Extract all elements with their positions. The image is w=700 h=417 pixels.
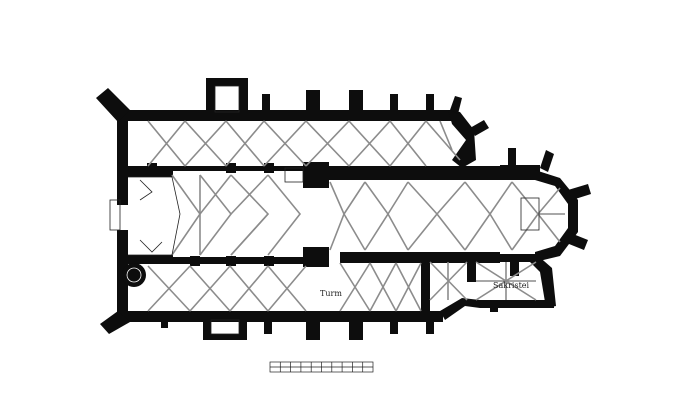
apse-n-buttress-2: [470, 120, 489, 136]
scale-bar: [269, 361, 374, 373]
s-buttress-3: [306, 318, 320, 340]
vault-ribs: [147, 120, 565, 312]
apse-buttress-1: [540, 150, 554, 172]
sw-corner-buttress: [100, 311, 130, 334]
n-aisle-rib-4: [263, 120, 307, 167]
south-stair-inner: [126, 267, 142, 283]
n-aisle-rib-3: [225, 120, 265, 167]
n-arcade: [123, 166, 305, 171]
south-porch-right: [239, 318, 247, 340]
n-pier-1: [147, 163, 157, 173]
tower-block-s: [303, 247, 329, 267]
nave-rib-6: [407, 181, 466, 251]
n-buttress-2: [306, 90, 320, 112]
north-porch-top: [206, 78, 248, 86]
n-aisle-rib-5: [305, 120, 350, 167]
apse-buttress-3: [564, 232, 588, 250]
altar: [520, 197, 540, 231]
tower-block-n: [303, 162, 329, 188]
north-wall: [123, 110, 458, 121]
walls: [96, 78, 591, 340]
s-aisle-rib-5: [339, 262, 371, 312]
s-buttress-5: [390, 318, 398, 334]
n-pier-3: [264, 163, 274, 173]
s-arcade-east: [340, 252, 500, 263]
room-label-turm: Turm: [320, 289, 342, 298]
room-label-sakristei: Sakristei: [493, 281, 530, 290]
south-porch-left: [203, 318, 211, 340]
s-aisle-rib-4: [267, 265, 307, 312]
sacristy-rib-2: [475, 261, 537, 301]
n-buttress-1: [262, 94, 270, 112]
n-buttress-3: [349, 90, 363, 112]
sacristy-n-wall: [421, 254, 536, 262]
west-wall-upper: [117, 110, 128, 205]
north-porch-floor: [214, 85, 240, 113]
s-aisle-rib-6: [369, 262, 397, 312]
sacristy-w-wall: [421, 262, 430, 314]
n-aisle-rib-6: [348, 120, 391, 167]
apse-n-buttress-1: [450, 96, 462, 114]
s-aisle-rib-7: [395, 262, 422, 312]
south-wall: [123, 311, 443, 322]
s-pier-3: [264, 256, 274, 266]
nave-rib-3: [199, 174, 302, 256]
s-aisle-rib-1: [147, 265, 191, 312]
nave-rib-4: [329, 181, 366, 251]
sacristy-sw-chamfer: [440, 298, 480, 320]
west-door: [109, 199, 121, 231]
s-aisle-rib-3: [229, 265, 269, 312]
chancel-rib: [511, 181, 565, 251]
nave-rib-1: [171, 174, 201, 256]
sacristy-buttress: [490, 300, 498, 312]
north-porch-left: [206, 80, 215, 114]
north-aisle-apse: [448, 110, 476, 168]
west-bay-n: [123, 171, 173, 177]
sacristy-e-wall: [530, 254, 556, 308]
tower-space: [284, 167, 304, 183]
nw-corner-buttress: [96, 88, 130, 122]
s-pier-2: [226, 256, 236, 266]
n-aisle-rib-2: [184, 120, 227, 167]
choir-n-buttress: [508, 148, 516, 168]
s-aisle-rib-2: [189, 265, 231, 312]
nave-rib-5: [364, 181, 409, 251]
n-buttress-5: [426, 94, 434, 112]
s-buttress-2: [264, 318, 272, 334]
chancel-apse-wall: [535, 170, 578, 262]
south-porch-floor: [210, 319, 240, 335]
s-buttress-4: [349, 318, 363, 340]
s-buttress-6: [426, 318, 434, 334]
nave-rib-2: [199, 174, 270, 256]
south-porch-bottom: [203, 334, 247, 340]
n-aisle-rib-1: [147, 120, 186, 167]
nave-rib-7: [464, 181, 513, 251]
sacristy-pier-2: [510, 258, 519, 276]
sacristy-rib-1: [429, 261, 468, 301]
choir-n-wall: [500, 165, 540, 180]
s-buttress-1: [161, 318, 168, 328]
sacristy-pier: [467, 258, 476, 282]
plan-details: [109, 85, 540, 335]
s-pier-1: [190, 256, 200, 266]
n-aisle-rib-7: [389, 120, 427, 167]
west-portal-diag: [139, 179, 163, 253]
north-porch-right: [239, 80, 248, 114]
sacristy-s-wall: [480, 300, 554, 308]
n-arcade-east: [322, 166, 512, 180]
south-stair-outer: [122, 263, 146, 287]
apse-buttress-2: [568, 184, 591, 200]
n-aisle-rib-8: [425, 120, 461, 161]
west-portal-bay: [128, 176, 181, 256]
s-arcade: [123, 257, 328, 264]
n-buttress-4: [390, 94, 398, 112]
n-pier-2: [226, 163, 236, 173]
